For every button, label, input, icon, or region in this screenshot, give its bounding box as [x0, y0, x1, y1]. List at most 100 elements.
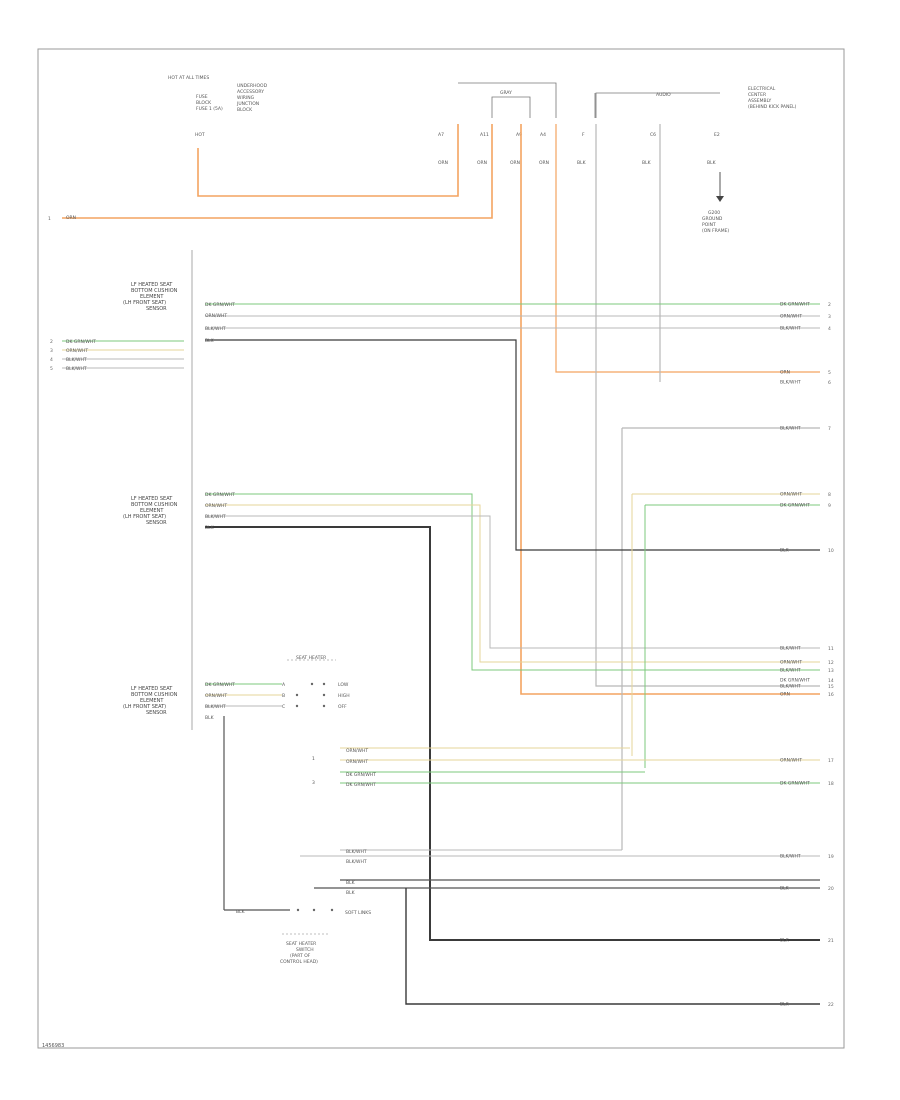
right-wire-label: BLK/WHT	[780, 668, 801, 674]
group1-wire-labels: DK GRN/WHT ORN/WHT BLK/WHT BLK	[205, 302, 235, 344]
right-wire-label: ORN/WHT	[780, 492, 802, 498]
svg-text:4: 4	[50, 357, 53, 363]
svg-text:CENTER: CENTER	[748, 92, 766, 98]
right-pin-number: 9	[828, 503, 831, 509]
svg-text:(ON FRAME): (ON FRAME)	[702, 228, 729, 234]
wire-orange-4	[555, 124, 820, 373]
connector-pin-1: A7	[438, 132, 444, 138]
right-pin-number: 7	[828, 426, 831, 432]
hot-at-all-times-label: HOT AT ALL TIMES	[168, 75, 209, 81]
svg-text:1: 1	[312, 756, 315, 762]
seat-heater-switch: SEAT HEATER A B C LOW HIGH OFF	[282, 655, 350, 710]
connector-pin-4: A4	[540, 132, 546, 138]
svg-text:LF HEATED SEAT: LF HEATED SEAT	[131, 282, 173, 288]
svg-text:DK GRN/WHT: DK GRN/WHT	[346, 772, 376, 778]
wire-orange-2	[62, 124, 493, 219]
right-pin-number: 15	[828, 684, 834, 690]
wires	[62, 124, 820, 1005]
svg-text:3: 3	[312, 780, 315, 786]
svg-text:BLK/WHT: BLK/WHT	[346, 859, 367, 865]
connector-pin-6: C6	[650, 132, 656, 138]
svg-text:A: A	[282, 682, 286, 688]
svg-text:SOFT LINKS: SOFT LINKS	[345, 910, 371, 916]
right-pin-number: 20	[828, 886, 834, 892]
right-pin-number: 16	[828, 692, 834, 698]
svg-text:SENSOR: SENSOR	[146, 520, 167, 526]
right-wire-label: ORN/WHT	[780, 660, 802, 666]
wire-dark-36	[405, 888, 820, 1005]
wire-code-5: BLK	[577, 160, 587, 166]
svg-text:ORN/WHT: ORN/WHT	[346, 759, 368, 765]
svg-text:BLK/WHT: BLK/WHT	[66, 357, 87, 363]
body-center-label: ELECTRICAL CENTER ASSEMBLY (BEHIND KICK …	[748, 86, 797, 110]
svg-text:DK GRN/WHT: DK GRN/WHT	[346, 782, 376, 788]
top-connector-bracket	[458, 82, 720, 118]
connector-pin-2: A11	[480, 132, 489, 138]
svg-text:DK GRN/WHT: DK GRN/WHT	[205, 492, 235, 498]
svg-text:C: C	[282, 704, 285, 710]
right-pin-number: 12	[828, 660, 834, 666]
svg-text:ORN/WHT: ORN/WHT	[205, 503, 227, 509]
svg-text:SEAT HEATER: SEAT HEATER	[296, 655, 326, 661]
svg-text:5: 5	[50, 366, 53, 372]
svg-text:WIRING: WIRING	[237, 95, 255, 101]
fuse-block-label-2: BLOCK	[196, 100, 212, 106]
right-pin-number: 19	[828, 854, 834, 860]
right-pin-number: 5	[828, 370, 831, 376]
svg-text:ELEMENT: ELEMENT	[140, 294, 164, 300]
right-pin-number: 18	[828, 781, 834, 787]
fuse-block-label-3: FUSE 1 (5A)	[196, 106, 223, 112]
right-wire-label: BLK/WHT	[780, 426, 801, 432]
svg-text:BLK/WHT: BLK/WHT	[205, 514, 226, 520]
svg-text:G200: G200	[708, 210, 720, 216]
wire-gray-5	[595, 124, 820, 687]
right-wire-label: BLK	[780, 1002, 790, 1008]
svg-text:BLK: BLK	[205, 338, 215, 344]
svg-text:SEAT HEATER: SEAT HEATER	[286, 941, 316, 947]
right-pin-number: 22	[828, 1002, 834, 1008]
underhood-label: UNDERHOOD ACCESSORY WIRING JUNCTION BLOC…	[236, 83, 268, 113]
wire-yellow-18	[205, 504, 820, 663]
connector-pin-5: F	[582, 132, 585, 138]
svg-text:ORN/WHT: ORN/WHT	[205, 693, 227, 699]
svg-text:BLK: BLK	[346, 880, 356, 886]
svg-text:BLK: BLK	[236, 909, 246, 915]
wire-code-1: ORN	[438, 160, 448, 166]
gray-note-label: GRAY	[500, 90, 512, 96]
diagram-border	[37, 48, 845, 1049]
left-side-connector: 2 3 4 5 DK GRN/WHT ORN/WHT BLK/WHT BLK/W…	[50, 339, 96, 372]
svg-text:GROUND: GROUND	[702, 216, 723, 222]
svg-text:3: 3	[50, 348, 53, 354]
right-pin-number: 11	[828, 646, 834, 652]
svg-text:B: B	[282, 693, 285, 699]
svg-text:(LH FRONT SEAT): (LH FRONT SEAT)	[123, 514, 166, 520]
svg-text:UNDERHOOD: UNDERHOOD	[237, 83, 268, 89]
wire-green-17	[205, 493, 820, 671]
group2-wire-labels: DK GRN/WHT ORN/WHT BLK/WHT BLK	[205, 492, 235, 531]
right-wire-label: DK GRN/WHT	[780, 503, 810, 509]
wire-code-3: ORN	[510, 160, 520, 166]
right-pin-number: 4	[828, 326, 831, 332]
right-wire-label: BLK	[780, 548, 790, 554]
heated-seat-block-2: LF HEATED SEAT BOTTOM CUSHION ELEMENT (L…	[123, 496, 178, 526]
right-wire-label: DK GRN/WHT	[780, 781, 810, 787]
right-wire-label: ORN	[780, 692, 790, 698]
footer-code: 1456983	[42, 1043, 64, 1049]
svg-text:BLK: BLK	[205, 525, 215, 531]
mid-terminal-labels: ORN/WHT ORN/WHT DK GRN/WHT DK GRN/WHT 1 …	[312, 748, 376, 896]
fuse-block-label-1: FUSE	[196, 94, 208, 100]
right-wire-label: BLK/WHT	[780, 684, 801, 690]
pin-hot-label: HOT	[195, 132, 205, 138]
right-wire-label: ORN/WHT	[780, 314, 802, 320]
svg-text:(PART OF: (PART OF	[290, 953, 311, 959]
svg-text:BLK/WHT: BLK/WHT	[205, 704, 226, 710]
wire-code-2: ORN	[477, 160, 487, 166]
svg-text:ELEMENT: ELEMENT	[140, 508, 164, 514]
right-wire-label: BLK/WHT	[780, 854, 801, 860]
svg-text:LOW: LOW	[338, 682, 349, 688]
wire-orange-1	[197, 124, 459, 197]
svg-text:BLK: BLK	[205, 715, 215, 721]
right-wire-label: BLK	[780, 886, 790, 892]
right-pin-number: 14	[828, 678, 834, 684]
